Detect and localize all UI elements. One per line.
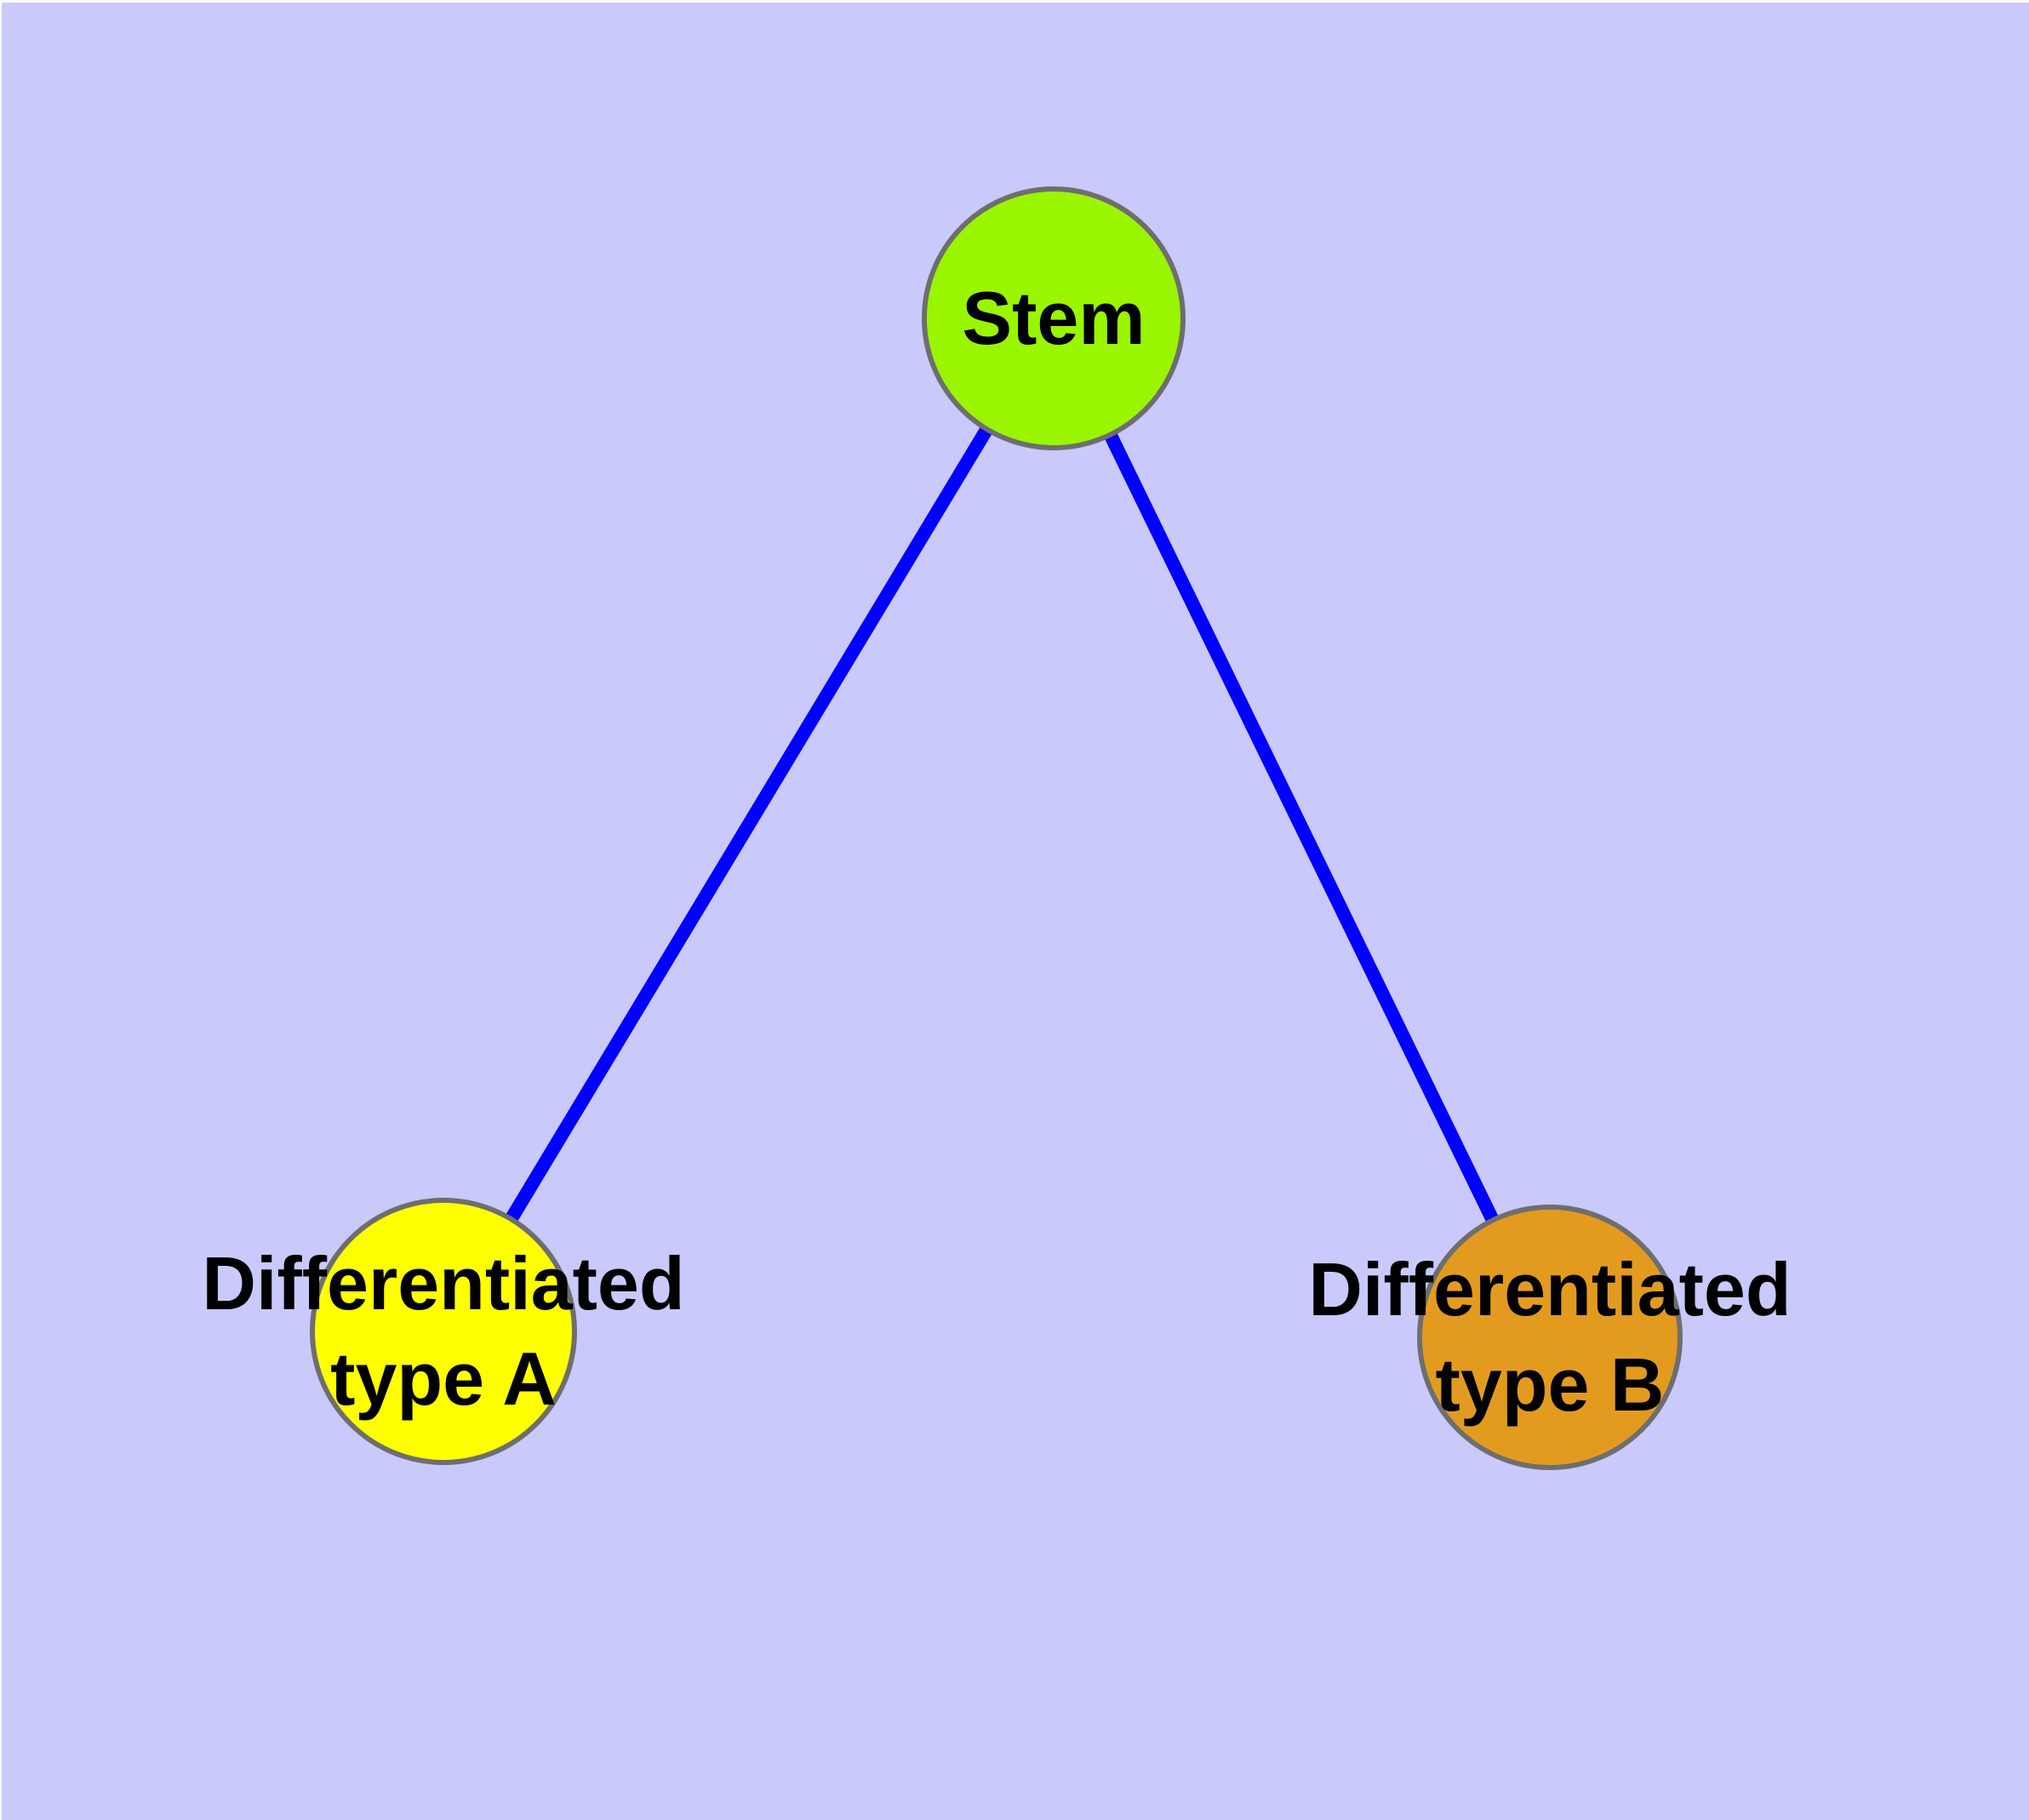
edge-stem-to-type-b: [1047, 315, 1557, 1341]
node-type-a-circle: [310, 1198, 577, 1465]
node-stem-circle: [922, 186, 1186, 450]
edge-stem-to-type-a: [437, 314, 1060, 1336]
node-type-b-circle: [1417, 1205, 1683, 1470]
